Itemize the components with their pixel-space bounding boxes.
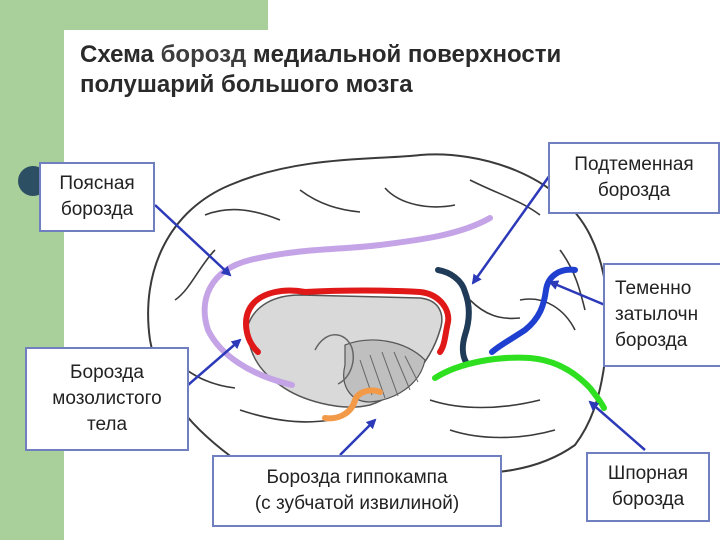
- label-cingulate-sulcus: Поясная борозда: [39, 162, 155, 232]
- label-line: борозда: [41, 197, 153, 223]
- label-line: Борозда: [27, 360, 187, 386]
- label-line: Шпорная: [588, 461, 708, 487]
- label-line: затылочн: [615, 302, 698, 328]
- label-line: Подтеменная: [550, 152, 718, 178]
- label-line: Поясная: [41, 171, 153, 197]
- label-calcarine-sulcus: Шпорная борозда: [586, 452, 710, 522]
- label-line: Борозда гиппокампа: [214, 465, 500, 491]
- arrow-calcarine: [590, 402, 645, 450]
- label-subparietal-sulcus: Подтеменная борозда: [548, 142, 720, 214]
- label-line: борозда: [588, 487, 708, 513]
- label-line: тела: [27, 412, 187, 438]
- label-line: борозда: [550, 178, 718, 204]
- label-callosal-sulcus: Борозда мозолистого тела: [25, 347, 189, 451]
- label-parieto-occipital-sulcus: Теменно затылочн борозда: [603, 263, 720, 367]
- label-hippocampal-sulcus: Борозда гиппокампа (с зубчатой извилиной…: [212, 455, 502, 527]
- label-line: Теменно: [615, 276, 691, 302]
- label-line: (с зубчатой извилиной): [214, 491, 500, 517]
- label-line: борозда: [615, 328, 687, 354]
- label-line: мозолистого: [27, 386, 187, 412]
